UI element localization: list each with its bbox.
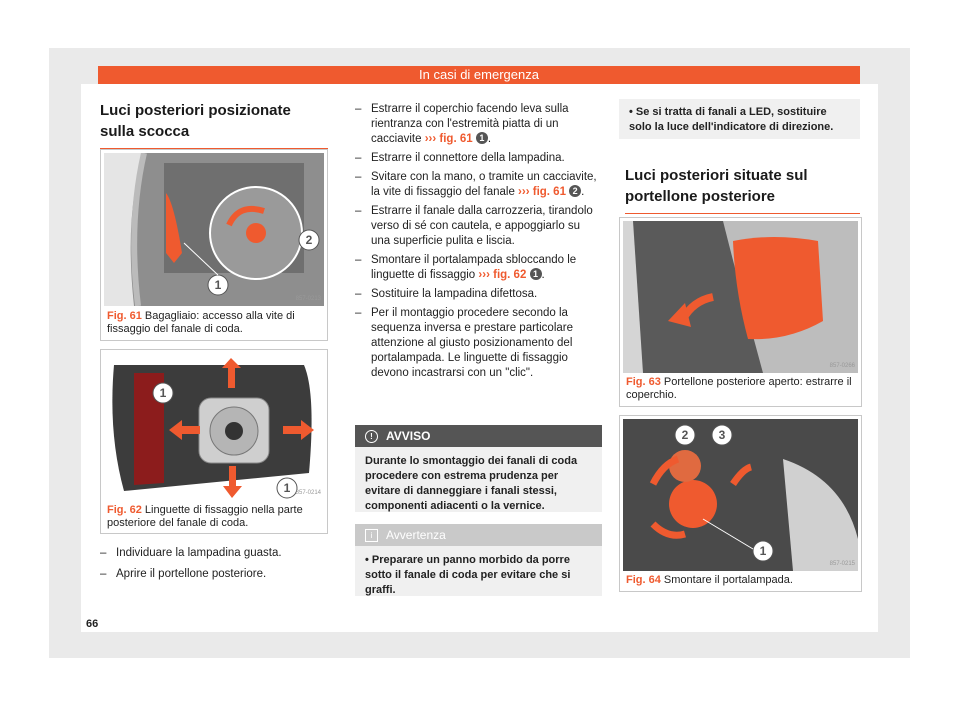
figure-61: 2 1 857-0213 Fig. 61 Bagagliaio: accesso… <box>100 149 328 341</box>
figure-63-text: Portellone posteriore aperto: estrarre i… <box>626 376 852 401</box>
figure-63-label: Fig. 63 <box>626 376 661 388</box>
led-note: • Se si tratta di fanali a LED, sostitui… <box>629 106 834 133</box>
led-note-box: • Se si tratta di fanali a LED, sostitui… <box>619 99 860 139</box>
step-item: –Svitare con la mano, o tramite un cacci… <box>355 171 597 198</box>
step-item: –Sostituire la lampadina difettosa. <box>355 288 538 300</box>
figure-62-image: 1 1 <box>104 353 324 500</box>
step-item: –Estrarre il connettore della lampadina. <box>355 152 565 164</box>
tailgate-illustration <box>623 221 858 373</box>
figure-64-code: 857-0215 <box>829 561 855 567</box>
step-item: –Estrarre il fanale dalla carrozzeria, t… <box>355 205 593 247</box>
svg-text:1: 1 <box>284 481 291 495</box>
step-item: –Per il montaggio procedere secondo la s… <box>355 307 574 379</box>
fig-ref-link[interactable]: ››› fig. 61 <box>518 186 566 198</box>
page-number: 66 <box>86 618 99 630</box>
step-item: –Aprire il portellone posteriore. <box>100 568 267 580</box>
figure-62-text: Linguette di fissaggio nella parte poste… <box>107 504 303 529</box>
step-item: –Smontare il portalampada sbloccando le … <box>355 254 577 281</box>
figure-64: 2 3 1 857-0215 Fig. 64 Smontare il porta… <box>619 415 862 592</box>
figure-61-text: Bagagliaio: accesso alla vite di fissagg… <box>107 310 295 335</box>
svg-text:3: 3 <box>719 428 726 442</box>
section-header: In casi di emergenza <box>98 66 860 84</box>
fig-ref-link[interactable]: ››› fig. 62 <box>478 269 527 281</box>
svg-text:1: 1 <box>160 386 167 400</box>
figure-62-code: 857-0214 <box>295 490 321 496</box>
heading-scocca: Luci posteriori posizionate sulla scocca <box>100 102 291 140</box>
figure-61-code: 857-0213 <box>295 296 321 302</box>
figure-63-caption: Fig. 63 Portellone posteriore aperto: es… <box>626 376 855 402</box>
callout-number: 1 <box>475 132 488 144</box>
figure-63: 857-0266 Fig. 63 Portellone posteriore a… <box>619 217 862 407</box>
figure-64-caption: Fig. 64 Smontare il portalampada. <box>626 574 855 587</box>
middle-steps: –Estrarre il coperchio facendo leva sull… <box>355 102 602 383</box>
left-steps: –Individuare la lampadina guasta. –Aprir… <box>100 546 328 584</box>
info-icon: ! <box>365 430 378 443</box>
avvertenza-body: • Preparare un panno morbido da porre so… <box>365 554 571 596</box>
figure-64-label: Fig. 64 <box>626 574 661 586</box>
figure-62-caption: Fig. 62 Linguette di fissaggio nella par… <box>107 504 321 530</box>
callout-number: 1 <box>529 268 542 280</box>
step-item: –Estrarre il coperchio facendo leva sull… <box>355 103 569 145</box>
heading-rule <box>100 148 328 149</box>
left-column: Luci posteriori posizionate sulla scocca <box>100 100 328 149</box>
figure-64-text: Smontare il portalampada. <box>663 574 793 586</box>
right-heading-block: Luci posteriori situate sul portellone p… <box>625 165 860 214</box>
figure-61-image: 2 1 <box>104 153 324 306</box>
avviso-header: !AVVISO <box>355 425 602 447</box>
avviso-box: !AVVISO Durante lo smontaggio dei fanali… <box>355 425 602 512</box>
heading-portellone: Luci posteriori situate sul portellone p… <box>625 167 808 205</box>
heading-rule <box>625 213 860 214</box>
svg-text:1: 1 <box>760 544 767 558</box>
figure-62: 1 1 857-0214 Fig. 62 Linguette di fissag… <box>100 349 328 534</box>
trunk-illustration: 2 1 <box>104 153 324 306</box>
figure-61-caption: Fig. 61 Bagagliaio: accesso alla vite di… <box>107 310 321 336</box>
svg-text:2: 2 <box>682 428 689 442</box>
fig-ref-link[interactable]: ››› fig. 61 <box>424 133 473 145</box>
figure-63-image <box>623 221 858 373</box>
svg-text:2: 2 <box>306 233 313 247</box>
step-item: –Individuare la lampadina guasta. <box>100 547 282 559</box>
figure-64-image: 2 3 1 <box>623 419 858 571</box>
figure-63-code: 857-0266 <box>829 363 855 369</box>
avviso-body: Durante lo smontaggio dei fanali di coda… <box>365 455 578 512</box>
figure-62-label: Fig. 62 <box>107 504 142 516</box>
lampholder-illustration: 2 3 1 <box>623 419 858 571</box>
callout-number: 2 <box>569 185 582 197</box>
svg-text:1: 1 <box>215 278 222 292</box>
info-icon: i <box>365 529 378 542</box>
figure-61-label: Fig. 61 <box>107 310 142 322</box>
taillight-back-illustration: 1 1 <box>104 353 324 500</box>
